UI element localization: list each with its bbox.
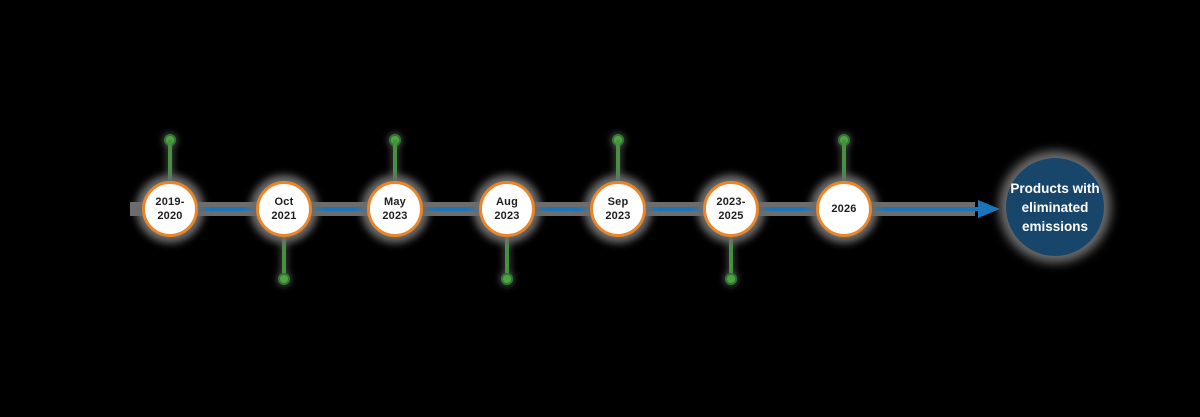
pin-stem	[842, 140, 846, 181]
milestone-label-line1: Oct	[274, 196, 294, 208]
milestone-label-line2: 2021	[271, 210, 297, 222]
milestone-circle: 2026	[816, 181, 872, 237]
pin-stem	[282, 237, 286, 273]
milestone-label-line1: 2023-	[716, 196, 746, 208]
milestone-circle: May 2023	[367, 181, 423, 237]
timeline-milestone: 2023- 2025	[703, 181, 759, 285]
milestone-label-line2: 2025	[718, 210, 744, 222]
milestone-label-line2: 2023	[494, 210, 520, 222]
timeline-milestone: May 2023	[367, 134, 423, 237]
pin-stem	[168, 140, 172, 181]
timeline-milestone: 2026	[816, 134, 872, 237]
milestone-circle: Aug 2023	[479, 181, 535, 237]
milestone-label-line1: Sep	[607, 196, 629, 208]
map-pin-icon	[389, 134, 401, 181]
pin-stem	[393, 140, 397, 181]
milestone-circle: 2023- 2025	[703, 181, 759, 237]
timeline-milestone: Sep 2023	[590, 134, 646, 237]
milestone-label-line2: 2023	[382, 210, 408, 222]
map-pin-icon	[164, 134, 176, 181]
milestone-label-line1: 2026	[831, 203, 857, 215]
milestone-label-line2: 2023	[605, 210, 631, 222]
map-pin-icon	[501, 237, 513, 285]
timeline-line	[170, 207, 982, 211]
milestone-circle: Oct 2021	[256, 181, 312, 237]
map-pin-icon	[838, 134, 850, 181]
milestone-circle: Sep 2023	[590, 181, 646, 237]
timeline-milestone: Oct 2021	[256, 181, 312, 285]
milestone-label-line1: May	[384, 196, 406, 208]
end-node-label-line2: eliminated	[1021, 199, 1089, 215]
timeline-milestone: Aug 2023	[479, 181, 535, 285]
map-pin-icon	[725, 237, 737, 285]
pin-stem	[505, 237, 509, 273]
pin-stem	[729, 237, 733, 273]
milestone-label-line2: 2020	[157, 210, 183, 222]
timeline-milestone: 2019- 2020	[142, 134, 198, 237]
end-node-circle: Products with eliminated emissions	[1006, 158, 1104, 256]
map-pin-icon	[612, 134, 624, 181]
pin-stem	[616, 140, 620, 181]
pin-head-icon	[725, 273, 737, 285]
end-node-label-line1: Products with	[1010, 180, 1100, 196]
pin-head-icon	[501, 273, 513, 285]
end-node-label-line3: emissions	[1021, 218, 1089, 234]
milestone-label-line1: Aug	[496, 196, 518, 208]
pin-head-icon	[278, 273, 290, 285]
map-pin-icon	[278, 237, 290, 285]
arrow-right-icon	[978, 200, 1000, 218]
milestone-label-line1: 2019-	[155, 196, 185, 208]
milestone-circle: 2019- 2020	[142, 181, 198, 237]
